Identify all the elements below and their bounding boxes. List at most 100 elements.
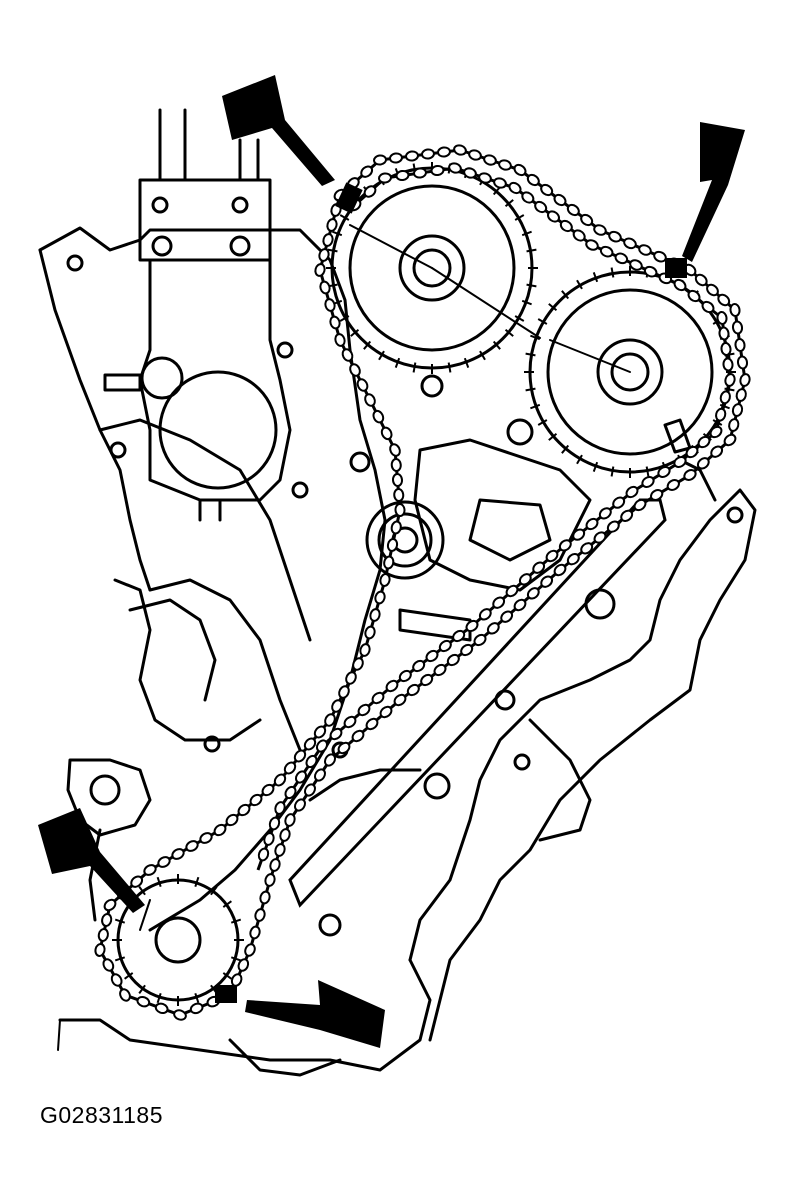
sprocket-tooth (530, 334, 541, 341)
chain-link (405, 150, 419, 162)
chain-link (593, 224, 607, 236)
chain-link (379, 573, 391, 587)
chain-link (363, 185, 377, 198)
chain-link (716, 311, 728, 325)
sprocket-tooth (561, 290, 570, 300)
chain-link (249, 925, 261, 940)
sprocket-tooth (561, 444, 570, 454)
chain-link (390, 458, 402, 472)
chain-link (97, 928, 109, 942)
chain-link (526, 587, 540, 600)
chain-link (244, 943, 256, 957)
sprocket-tooth (525, 352, 536, 357)
chain-guides (288, 438, 667, 908)
sprocket-tooth (210, 886, 218, 896)
chain-link (130, 875, 144, 888)
sprocket-tooth (504, 199, 514, 208)
chain-link (478, 172, 492, 184)
chain-link (110, 973, 123, 987)
sprocket-tooth (363, 340, 372, 350)
chain-link (673, 278, 687, 292)
chain-link (383, 555, 395, 570)
chain-link (264, 873, 276, 887)
chain-link (438, 639, 452, 653)
chain-link (318, 248, 330, 262)
chain-link (709, 425, 723, 439)
chain-link (351, 729, 365, 743)
chain-link (322, 233, 334, 247)
chain-link (257, 847, 270, 862)
chain-link (378, 172, 392, 184)
chain-link (599, 245, 614, 258)
chain-link (341, 348, 354, 362)
chain-link (337, 741, 351, 755)
sprocket-tooth (610, 466, 615, 477)
chain-link (395, 169, 410, 182)
chain-link (731, 403, 744, 417)
sprocket-tooth (327, 248, 338, 253)
chain-link (369, 608, 381, 622)
chain-link (453, 144, 467, 156)
chain-link (385, 679, 399, 693)
chain-link (269, 858, 281, 872)
chain-link (303, 783, 317, 797)
chain-link (349, 363, 361, 377)
chain-link (394, 503, 406, 517)
chain-link (421, 148, 435, 160)
sprocket-tooth (339, 315, 350, 322)
sprocket-tooth (610, 267, 615, 278)
chain-link (696, 457, 710, 470)
chain-link (446, 653, 460, 667)
chain-link (360, 165, 374, 178)
sprocket-tooth (222, 972, 232, 980)
engine-block-outline (38, 226, 757, 1077)
chain-link (173, 1009, 187, 1021)
sprocket-tooth (479, 350, 486, 361)
chain-link (612, 496, 626, 509)
sprocket-tooth (378, 350, 385, 361)
chain-link (728, 418, 740, 432)
chain-link (437, 146, 451, 158)
chain-link (513, 598, 527, 612)
sprocket-tooth (514, 214, 525, 221)
bolt-holes (66, 254, 744, 937)
sprocket-tooth (525, 387, 536, 392)
chain-link (364, 625, 376, 640)
chain-link (157, 856, 171, 868)
chain-link (736, 355, 749, 370)
pump-housing (103, 108, 292, 522)
chain-link (102, 958, 115, 972)
chain-link (710, 445, 724, 458)
chain-link (393, 488, 405, 502)
chain-link (629, 259, 643, 271)
chain-link (701, 300, 715, 314)
chain-link (119, 988, 131, 1002)
chain-link (314, 263, 326, 277)
chain-link (452, 629, 466, 643)
chain-link (313, 725, 327, 739)
sprocket-tooth (222, 900, 232, 908)
chain-link (580, 542, 594, 555)
chain-link (483, 154, 497, 166)
chain-link (720, 342, 732, 356)
chain-link (540, 575, 554, 588)
chain-link (373, 154, 387, 166)
chain-link (379, 705, 393, 719)
chain-link (319, 280, 331, 295)
chain-link (500, 610, 514, 623)
chain-link (273, 773, 287, 787)
chain-link (324, 713, 336, 727)
chain-link (357, 703, 371, 717)
sprocket-tooth (339, 214, 350, 221)
chain-link (433, 663, 447, 677)
chain-link (389, 443, 401, 457)
chain-link (598, 507, 612, 520)
chain-link (638, 244, 652, 256)
chain-link (294, 770, 308, 784)
chain-link (526, 173, 540, 187)
sprocket-tooth (230, 956, 242, 962)
chain-link (532, 561, 546, 574)
chain-link (185, 840, 199, 852)
chain-link (398, 669, 412, 683)
chain-link (305, 754, 318, 769)
